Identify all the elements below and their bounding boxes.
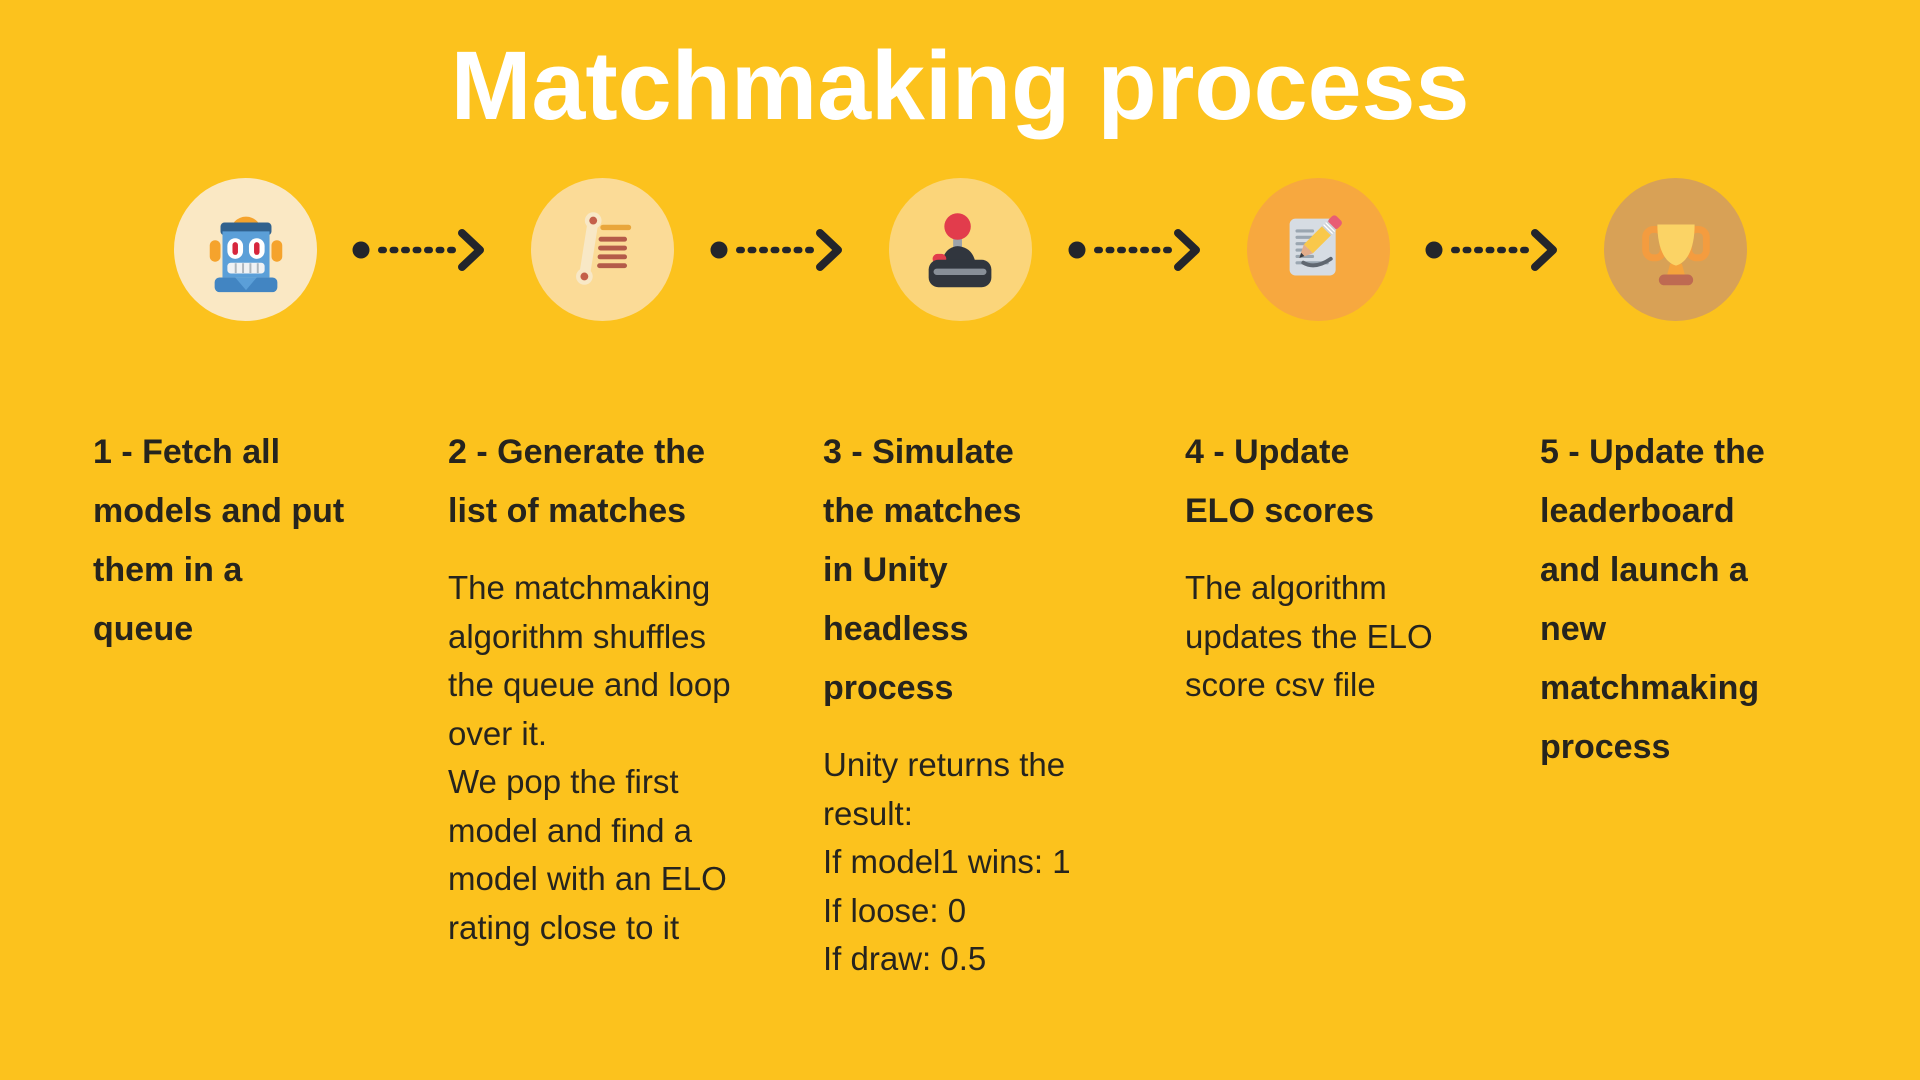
step-3-icon-circle: [889, 178, 1032, 321]
joystick-icon: [928, 212, 991, 287]
step-5-icon-circle: [1604, 178, 1747, 321]
scroll-list-icon: [575, 211, 631, 285]
step-1-heading: 1 - Fetch all models and put them in a q…: [93, 433, 345, 648]
page-title: Matchmaking process: [450, 31, 1470, 140]
memo-pencil-icon: [1289, 214, 1342, 275]
robot-icon: [209, 216, 282, 292]
step-2-text: 2 - Generate the list of matches The mat…: [448, 405, 800, 970]
step-4-text: 4 - Update ELO scores The algorithm upda…: [1185, 405, 1537, 728]
trophy-icon: [1641, 224, 1710, 285]
dashed-arrow-icon: [1425, 229, 1557, 271]
step-1-icon-circle: [174, 178, 317, 321]
step-2-body: The matchmaking algorithm shuffles the q…: [448, 569, 731, 946]
dashed-arrow-icon: [1068, 229, 1200, 271]
step-4-heading: 4 - Update ELO scores: [1185, 433, 1374, 530]
step-4-body: The algorithm updates the ELO score csv …: [1185, 569, 1433, 703]
step-3-text: 3 - Simulate the matches in Unity headle…: [823, 405, 1175, 1002]
dashed-arrow-icon: [352, 229, 484, 271]
step-2-icon-circle: [531, 178, 674, 321]
dashed-arrow-icon: [710, 229, 842, 271]
step-2-heading: 2 - Generate the list of matches: [448, 433, 705, 530]
step-4-icon-circle: [1247, 178, 1390, 321]
step-5-heading: 5 - Update the leaderboard and launch a …: [1540, 433, 1765, 766]
step-5-text: 5 - Update the leaderboard and launch a …: [1540, 405, 1892, 818]
step-1-text: 1 - Fetch all models and put them in a q…: [93, 405, 445, 700]
step-3-heading: 3 - Simulate the matches in Unity headle…: [823, 433, 1022, 707]
step-3-body: Unity returns the result: If model1 wins…: [823, 746, 1071, 977]
